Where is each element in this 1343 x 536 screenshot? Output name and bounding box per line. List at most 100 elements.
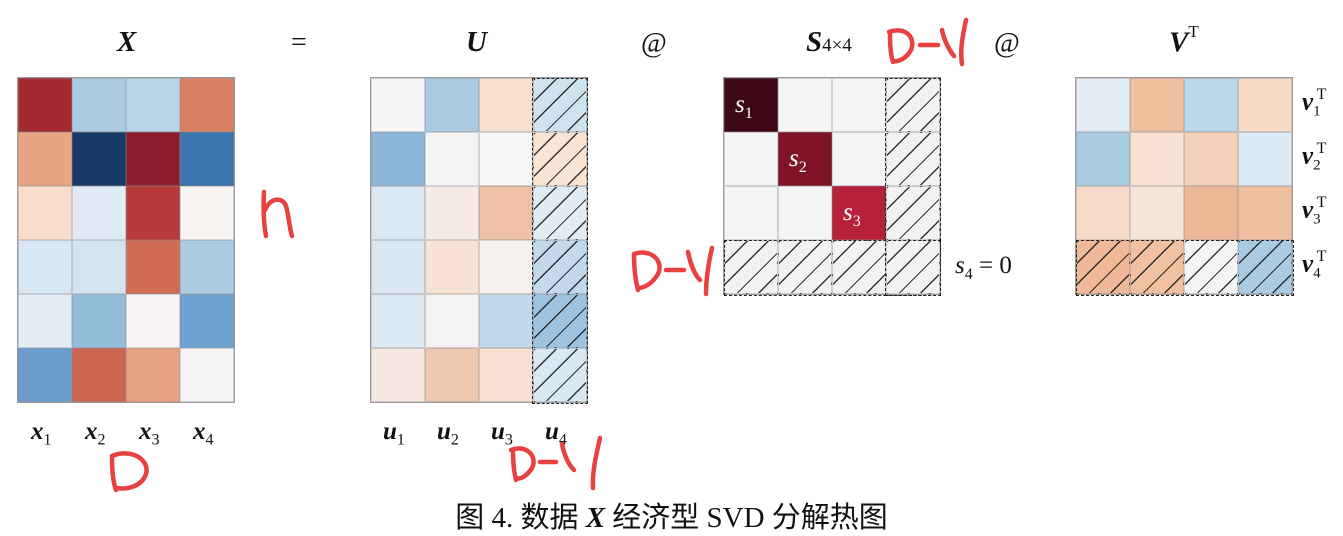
- matrix-vt-superscript: T: [1188, 22, 1199, 41]
- u-cell-r5-c3: [479, 294, 533, 348]
- u-cell-r2-c4: [533, 132, 587, 186]
- u-cell-r4-c2: [425, 240, 479, 294]
- matmul-operator-1: @: [641, 28, 667, 59]
- x1-label: x1: [31, 418, 52, 449]
- vt-cell-r1-c2: [1130, 78, 1184, 132]
- s-cell-r1-c4: [886, 78, 940, 132]
- s-cell-r1-c3: [832, 78, 886, 132]
- u-cell-r3-c3: [479, 186, 533, 240]
- x4-label: x4: [193, 418, 214, 449]
- v3t-label: v3T: [1302, 194, 1327, 228]
- u-cell-r1-c1: [371, 78, 425, 132]
- vt-cell-r4-c3: [1184, 240, 1238, 294]
- matrix-s-subscript: 4×4: [822, 35, 852, 56]
- figure-caption: 图 4. 数据 X 经济型 SVD 分解热图: [0, 494, 1343, 536]
- s-cell-r3-c2: [778, 186, 832, 240]
- caption-prefix: 图 4. 数据: [455, 502, 586, 534]
- s-cell-r3-c4: [886, 186, 940, 240]
- x-cell-r5-c1: [18, 294, 72, 348]
- vt-cell-r3-c3: [1184, 186, 1238, 240]
- s3-label: s3: [843, 199, 861, 230]
- s-cell-r3-c1: [724, 186, 778, 240]
- x-cell-r6-c1: [18, 348, 72, 402]
- v4t-label: v4T: [1302, 248, 1327, 282]
- x-cell-r3-c1: [18, 186, 72, 240]
- u-cell-r3-c4: [533, 186, 587, 240]
- vt-cell-r4-c4: [1238, 240, 1292, 294]
- vt-cell-r2-c2: [1130, 132, 1184, 186]
- u-cell-r2-c1: [371, 132, 425, 186]
- vt-cell-r2-c1: [1076, 132, 1130, 186]
- u-cell-r5-c2: [425, 294, 479, 348]
- u-cell-r5-c1: [371, 294, 425, 348]
- x-cell-r1-c3: [126, 78, 180, 132]
- x-cell-r2-c4: [180, 132, 234, 186]
- matrix-u-heatmap: [370, 77, 588, 403]
- x-cell-r5-c3: [126, 294, 180, 348]
- matrix-u-title: U: [466, 26, 487, 58]
- u-cell-r4-c4: [533, 240, 587, 294]
- vt-cell-r1-c4: [1238, 78, 1292, 132]
- x-cell-r3-c3: [126, 186, 180, 240]
- u-cell-r6-c2: [425, 348, 479, 402]
- x-cell-r3-c2: [72, 186, 126, 240]
- u-cell-r3-c1: [371, 186, 425, 240]
- matrix-x-heatmap: [17, 77, 235, 403]
- s-cell-r1-c2: [778, 78, 832, 132]
- caption-symbol: X: [585, 502, 606, 534]
- u-cell-r1-c2: [425, 78, 479, 132]
- v2t-label: v2T: [1302, 140, 1327, 174]
- vt-cell-r2-c3: [1184, 132, 1238, 186]
- vt-cell-r4-c1: [1076, 240, 1130, 294]
- u-cell-r4-c3: [479, 240, 533, 294]
- matrix-vt-title: VT: [1169, 22, 1199, 60]
- x-cell-r5-c4: [180, 294, 234, 348]
- x-cell-r1-c4: [180, 78, 234, 132]
- s-cell-r2-c3: [832, 132, 886, 186]
- u-cell-r5-c4: [533, 294, 587, 348]
- u-cell-r1-c3: [479, 78, 533, 132]
- x-cell-r4-c4: [180, 240, 234, 294]
- matrix-s-heatmap: [723, 77, 941, 295]
- x2-label: x2: [85, 418, 106, 449]
- vt-cell-r3-c1: [1076, 186, 1130, 240]
- s-cell-r4-c1: [724, 240, 778, 294]
- u-cell-r6-c1: [371, 348, 425, 402]
- u-cell-r2-c3: [479, 132, 533, 186]
- vt-cell-r3-c4: [1238, 186, 1292, 240]
- vt-cell-r4-c2: [1130, 240, 1184, 294]
- u3-label: u3: [491, 418, 513, 449]
- x-cell-r4-c3: [126, 240, 180, 294]
- matrix-x-title: X: [117, 26, 137, 58]
- s2-label: s2: [789, 145, 807, 176]
- u1-label: u1: [383, 418, 405, 449]
- vt-cell-r1-c1: [1076, 78, 1130, 132]
- matrix-s-title: S4×4: [806, 26, 852, 59]
- s4-zero-label: s4 = 0: [955, 252, 1012, 283]
- caption-suffix: 经济型 SVD 分解热图: [605, 502, 888, 534]
- x-cell-r4-c2: [72, 240, 126, 294]
- ink-n-mark: [261, 189, 295, 239]
- s-cell-r2-c2: [778, 132, 832, 186]
- s-cell-r2-c4: [886, 132, 940, 186]
- v1t-label: v1T: [1302, 86, 1327, 120]
- u-cell-r4-c1: [371, 240, 425, 294]
- matrix-vt-symbol: V: [1169, 26, 1189, 59]
- ink-d-r-mark-bottom: [508, 435, 603, 491]
- matrix-vt-heatmap: [1075, 77, 1293, 295]
- x-cell-r6-c4: [180, 348, 234, 402]
- x3-label: x3: [139, 418, 160, 449]
- x-cell-r6-c3: [126, 348, 180, 402]
- matrix-s-symbol: S: [806, 26, 823, 58]
- u-cell-r6-c3: [479, 348, 533, 402]
- u-cell-r2-c2: [425, 132, 479, 186]
- u-cell-r3-c2: [425, 186, 479, 240]
- ink-d-mark-x: [109, 451, 149, 493]
- vt-cell-r3-c2: [1130, 186, 1184, 240]
- u4-label: u4: [545, 418, 567, 449]
- u-cell-r6-c4: [533, 348, 587, 402]
- ink-strokes: [109, 17, 969, 493]
- x-cell-r5-c2: [72, 294, 126, 348]
- vt-cell-r1-c3: [1184, 78, 1238, 132]
